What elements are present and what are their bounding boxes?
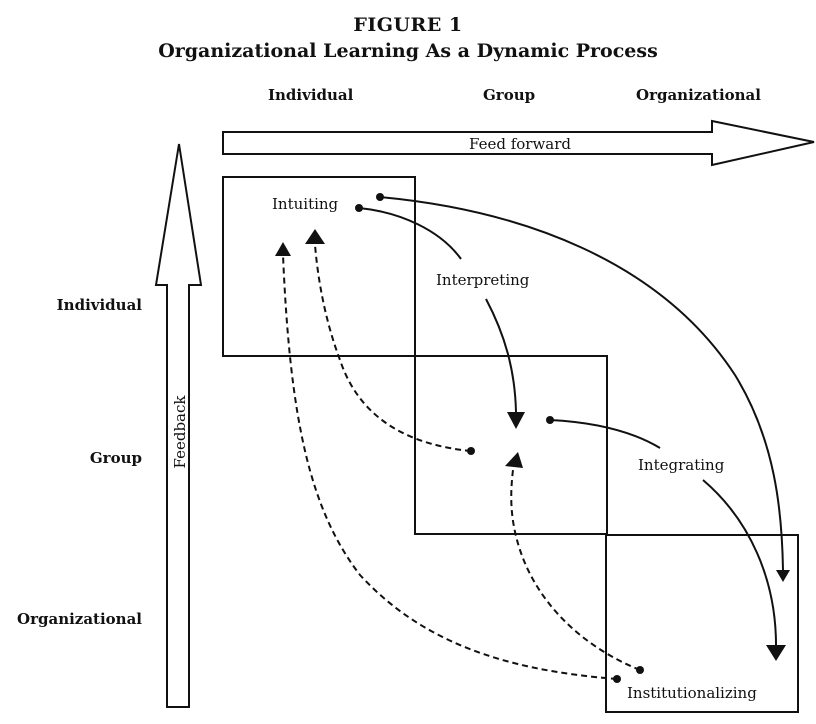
institutionalizing-to-group-feedback-arrow (505, 452, 644, 674)
institutionalizing-to-intuiting-feedback-arrow (275, 242, 621, 683)
figure-number: FIGURE 1 (353, 14, 463, 36)
row-header-individual: Individual (56, 296, 142, 314)
intuiting-to-institutionalizing-arrow (376, 193, 790, 582)
group-to-integrating-arrow (546, 416, 661, 449)
intuiting-to-interpreting-arrow (355, 204, 462, 260)
feedback-label: Feedback (171, 395, 189, 469)
integrating-to-institutionalizing-arrow (702, 479, 786, 661)
feed-forward-label: Feed forward (469, 135, 571, 153)
group-level-box (414, 355, 608, 535)
feedback-arrow (154, 143, 203, 708)
organizational-level-box (605, 534, 799, 713)
feed-forward-arrow (222, 119, 815, 167)
interpreting-to-group-arrow (485, 298, 525, 429)
figure-title: Organizational Learning As a Dynamic Pro… (158, 40, 658, 62)
process-label-integrating: Integrating (638, 456, 725, 474)
column-header-group: Group (483, 86, 536, 104)
process-label-intuiting: Intuiting (272, 195, 339, 213)
column-header-individual: Individual (268, 86, 354, 104)
row-header-group: Group (89, 449, 142, 467)
column-header-organizational: Organizational (636, 86, 761, 104)
process-label-institutionalizing: Institutionalizing (627, 684, 757, 702)
group-to-intuiting-feedback-arrow (305, 229, 475, 455)
row-header-organizational: Organizational (17, 610, 142, 628)
individual-level-box (222, 176, 416, 357)
process-label-interpreting: Interpreting (436, 271, 530, 289)
